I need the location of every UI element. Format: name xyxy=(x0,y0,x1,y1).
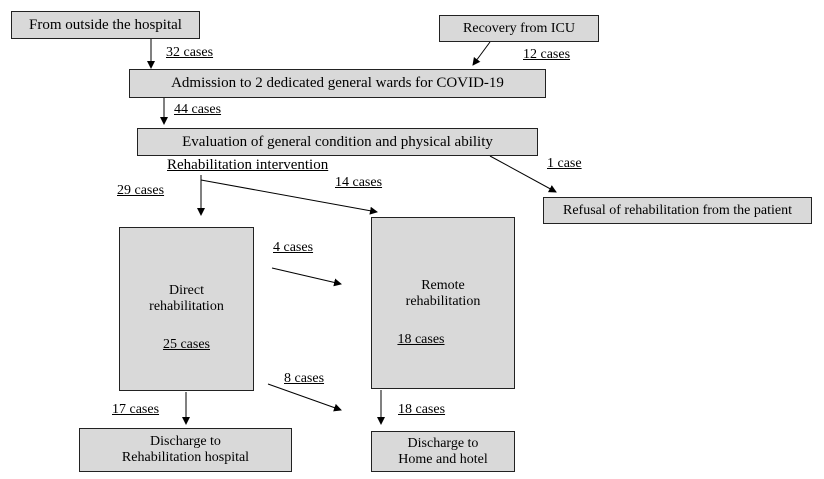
discharge-home-line2: Home and hotel xyxy=(398,451,488,467)
arrow-icu-to-admission xyxy=(472,41,491,66)
box-refusal: Refusal of rehabilitation from the patie… xyxy=(543,197,812,224)
box-admission: Admission to 2 dedicated general wards f… xyxy=(129,69,546,98)
arrow-direct-to-remote xyxy=(271,267,342,287)
arrow-split-to-remote xyxy=(200,179,378,215)
label-4-cases: 4 cases xyxy=(273,240,314,255)
box-discharge-rehab-hospital: Discharge to Rehabilitation hospital xyxy=(79,428,292,472)
discharge-rehab-line1: Discharge to xyxy=(150,434,221,449)
remote-line2: rehabilitation xyxy=(405,294,481,309)
label-18-cases: 18 cases xyxy=(398,402,446,417)
remote-line1: Remote xyxy=(421,278,465,293)
direct-cases: 25 cases xyxy=(162,337,211,352)
arrow-direct-to-home xyxy=(267,383,342,412)
label-14-cases: 14 cases xyxy=(335,175,383,190)
box-direct-rehabilitation: Direct rehabilitation 25 cases xyxy=(119,227,254,391)
box-refusal-text: Refusal of rehabilitation from the patie… xyxy=(563,202,792,218)
label-29-cases: 29 cases xyxy=(117,183,165,198)
label-1-case: 1 case xyxy=(547,156,582,171)
label-8-cases: 8 cases xyxy=(284,371,325,386)
arrow-evaluation-to-refusal xyxy=(489,155,557,193)
box-remote-rehabilitation: Remote rehabilitation 18 cases xyxy=(371,217,515,389)
label-44-cases: 44 cases xyxy=(174,102,222,117)
label-rehabilitation-intervention: Rehabilitation intervention xyxy=(167,157,329,173)
box-from-outside-text: From outside the hospital xyxy=(29,16,182,33)
box-evaluation-text: Evaluation of general condition and phys… xyxy=(182,133,493,150)
box-admission-text: Admission to 2 dedicated general wards f… xyxy=(171,75,504,91)
label-17-cases: 17 cases xyxy=(112,402,160,417)
box-from-outside: From outside the hospital xyxy=(11,11,200,39)
box-discharge-home-hotel: Discharge to Home and hotel xyxy=(371,431,515,472)
label-12-cases: 12 cases xyxy=(523,47,571,62)
direct-line1: Direct xyxy=(169,283,204,298)
remote-cases: 18 cases xyxy=(397,332,445,347)
discharge-home-line1: Discharge to xyxy=(407,435,479,451)
discharge-rehab-line2: Rehabilitation hospital xyxy=(121,450,250,465)
label-32-cases: 32 cases xyxy=(166,45,214,60)
box-evaluation: Evaluation of general condition and phys… xyxy=(137,128,538,156)
direct-line2: rehabilitation xyxy=(149,299,224,314)
box-recovery-icu-text: Recovery from ICU xyxy=(463,20,575,36)
box-recovery-icu: Recovery from ICU xyxy=(439,15,599,42)
